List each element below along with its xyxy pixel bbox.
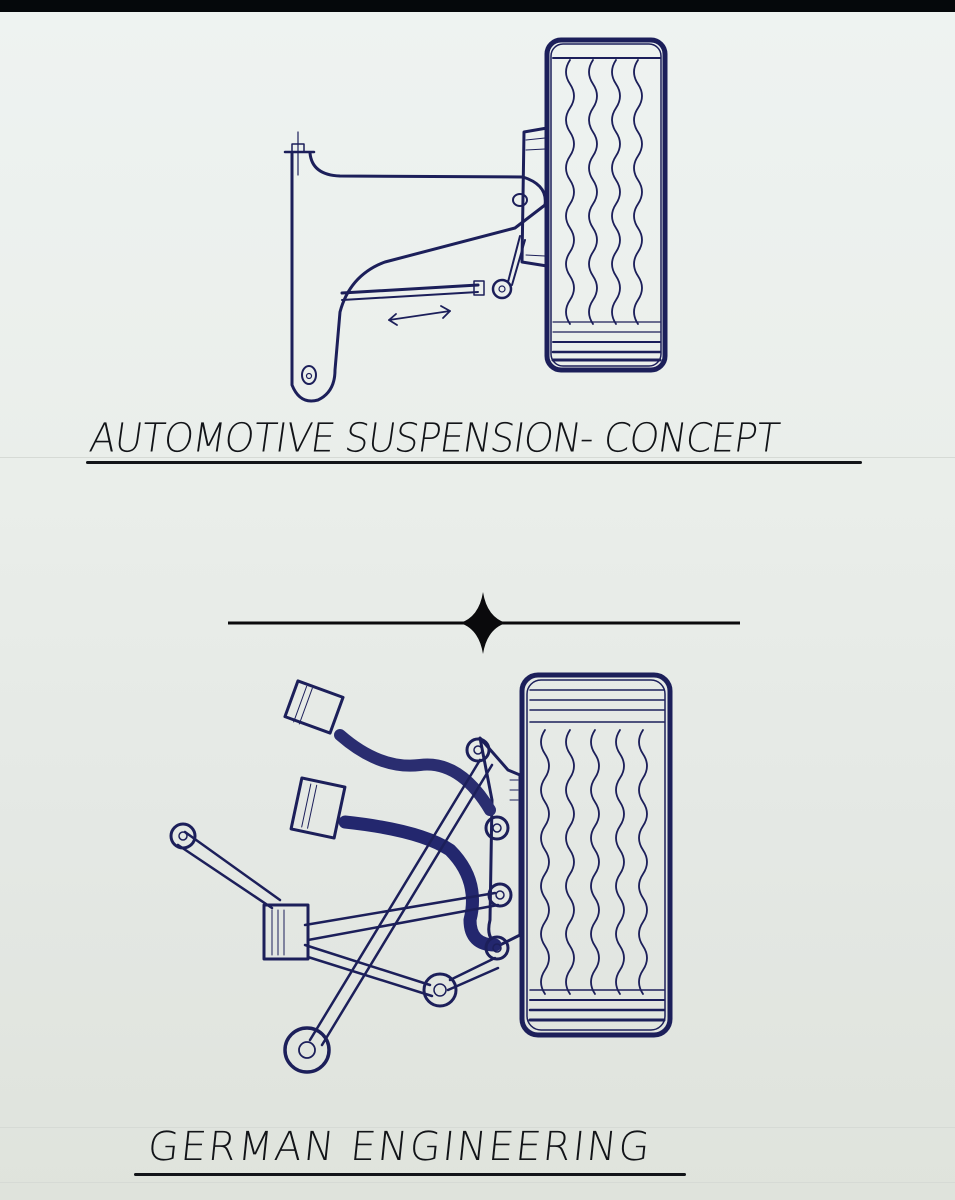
top-wheel — [544, 37, 668, 373]
top-control-arm — [283, 131, 547, 403]
stabilizer-bar — [334, 729, 502, 952]
ruled-line — [0, 457, 955, 458]
bottom-upright — [478, 736, 522, 947]
title-concept-underline — [86, 461, 862, 464]
double-arrow-icon — [388, 305, 451, 326]
title-german-underline — [134, 1173, 686, 1176]
bushings — [262, 679, 347, 961]
star-ornament-icon — [460, 592, 506, 654]
divider — [228, 592, 740, 654]
ball-joints — [169, 737, 513, 1074]
ruled-line — [0, 1127, 955, 1128]
ruled-line — [0, 1182, 955, 1183]
top-hub — [520, 126, 549, 268]
title-concept: AUTOMOTIVE SUSPENSION- CONCEPT — [86, 414, 782, 462]
paper-background — [0, 12, 955, 1200]
title-german-engineering: GERMAN ENGINEERING — [145, 1124, 654, 1170]
top-bar — [0, 0, 955, 12]
links — [176, 758, 500, 1047]
bottom-wheel — [519, 672, 673, 1038]
